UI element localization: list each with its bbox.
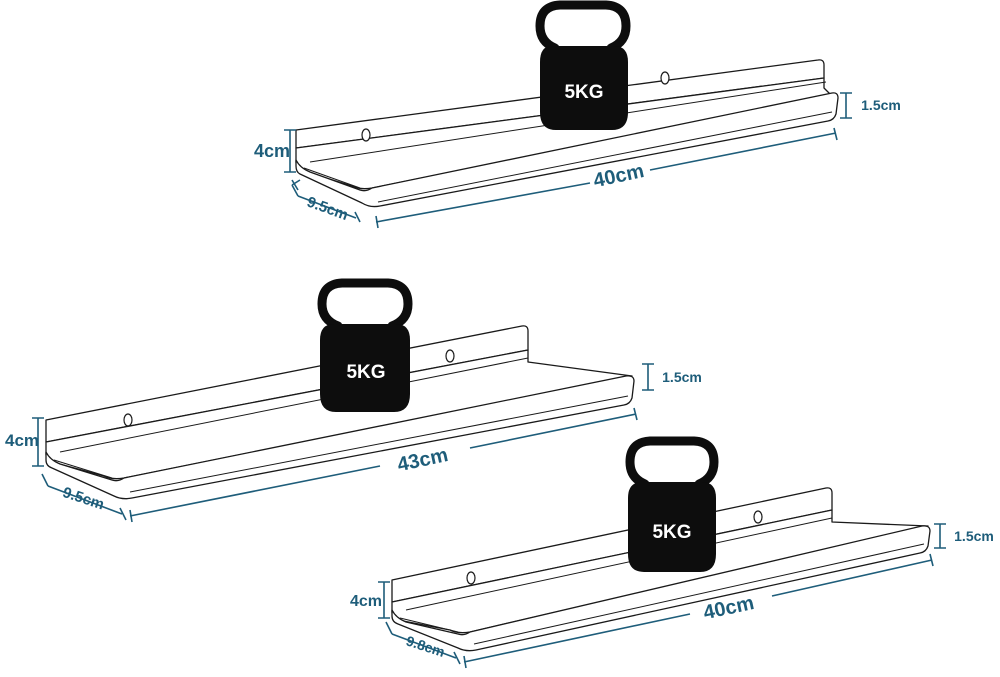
shelf-3: 5KG 4cm 9.8cm 40cm 1.5cm [350, 436, 994, 669]
height-label: 4cm [5, 431, 39, 450]
length-label: 43cm [395, 444, 450, 476]
shelf-2: 5KG 4cm 9.5cm 43cm 1.5cm [5, 278, 702, 523]
weight-label: 5KG [346, 362, 385, 383]
lip-label: 1.5cm [954, 528, 994, 544]
screw-hole [361, 128, 371, 142]
screw-hole [466, 571, 476, 585]
screw-hole [660, 71, 670, 85]
height-label: 4cm [254, 141, 290, 161]
lip-label: 1.5cm [861, 97, 901, 113]
dimension-lip: 1.5cm [840, 92, 901, 119]
height-label: 4cm [350, 593, 382, 610]
kettlebell-icon: 5KG [535, 0, 631, 130]
screw-hole [445, 349, 455, 363]
dimension-height: 4cm [350, 581, 390, 619]
depth-label: 9.5cm [305, 194, 351, 225]
dimension-lip: 1.5cm [642, 363, 702, 391]
shelf-1: 5KG 4cm 9.5cm 40cm 1.5cm [254, 0, 901, 229]
kettlebell-icon: 5KG [317, 278, 413, 412]
dimension-height: 4cm [254, 129, 296, 173]
kettlebell-icon: 5KG [625, 436, 719, 572]
dimension-height: 4cm [5, 417, 44, 467]
lip-label: 1.5cm [662, 369, 702, 385]
screw-hole [753, 510, 763, 524]
weight-label: 5KG [652, 522, 691, 543]
screw-hole [123, 413, 133, 427]
dimension-lip: 1.5cm [934, 523, 994, 549]
weight-label: 5KG [564, 82, 603, 103]
